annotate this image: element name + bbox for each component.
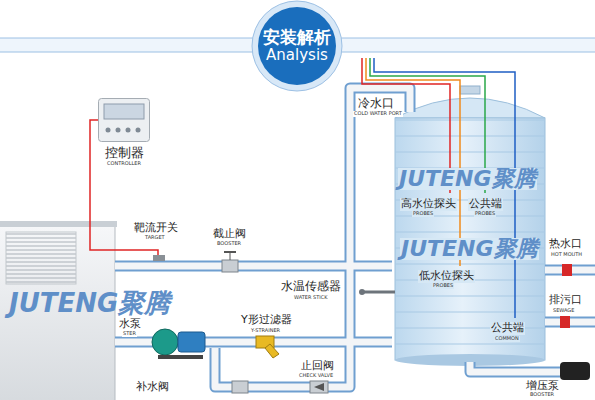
water-pipe	[470, 362, 560, 372]
controller-device	[126, 128, 131, 133]
controller-box: 控制器CONTROLLER	[96, 98, 152, 167]
controller-device	[99, 99, 150, 142]
part-label: 补水阀	[135, 381, 170, 394]
booster-pump	[560, 362, 590, 380]
watermark: JUTENG聚腾	[8, 290, 171, 316]
controller-device	[98, 98, 150, 142]
part-label: 高水位探头	[400, 198, 457, 211]
title-badge: 安装解析Analysis	[251, 0, 343, 92]
outlet-valve	[560, 316, 570, 328]
controller-device	[104, 104, 144, 119]
watermark: JUTENG聚腾	[400, 238, 539, 260]
badge-circle	[258, 7, 336, 85]
water-pump	[152, 329, 178, 355]
water-pipe	[470, 362, 560, 372]
makeup-valve	[232, 381, 248, 393]
check-valve	[314, 383, 324, 391]
shutoff-valve	[222, 260, 238, 272]
part-label: 增压泵	[525, 380, 560, 393]
english-sublabel: WATER STICK	[293, 295, 328, 301]
part-label: 靶流开关	[133, 222, 179, 235]
badge-circle	[252, 1, 342, 91]
part-label: 公共端	[490, 322, 525, 335]
node-subtitle: Analysis	[266, 47, 328, 64]
shutoff-valve	[230, 252, 231, 260]
water-pump	[152, 329, 205, 359]
english-sublabel: PROBES	[412, 211, 434, 217]
outlet-valve	[562, 264, 572, 276]
english-sublabel: Y-STRAINER	[250, 328, 281, 334]
water-pump	[178, 332, 205, 352]
part-label: 公共端	[468, 198, 503, 211]
probe-wire	[366, 58, 460, 266]
controller-device	[136, 128, 141, 133]
english-sublabel: CHECK VALVE	[298, 373, 334, 379]
flow-switch	[153, 255, 165, 261]
node-title: 安装解析	[263, 28, 331, 48]
part-label: 水温传感器	[280, 280, 342, 294]
shutoff-valve	[224, 251, 236, 253]
water-tank	[395, 118, 545, 360]
y-strainer	[265, 344, 279, 358]
makeup-valve	[232, 381, 248, 393]
english-sublabel: PROBES	[432, 283, 454, 289]
water-pipe	[115, 88, 595, 387]
english-sublabel: PROBES	[474, 211, 496, 217]
check-valve	[310, 381, 328, 393]
english-sublabel: COLD WATER PORT	[353, 111, 403, 117]
watermark: JUTENG聚腾	[398, 168, 537, 190]
temperature-sensor	[359, 289, 365, 295]
part-label: 低水位探头	[418, 270, 475, 283]
water-pipe	[545, 265, 595, 276]
part-label: Y形过滤器	[240, 314, 293, 327]
y-strainer	[256, 336, 279, 358]
english-sublabel: BOOSTER	[216, 241, 242, 247]
part-label: 截止阀	[212, 228, 247, 241]
shutoff-valve	[222, 252, 238, 272]
water-pump	[158, 355, 203, 359]
english-sublabel: BOOSTER	[529, 392, 555, 398]
part-label: 冷水口	[357, 97, 395, 111]
english-sublabel: TARGET	[144, 235, 166, 241]
part-label: 水泵	[118, 318, 142, 331]
temperature-sensor	[362, 291, 395, 294]
check-valve	[310, 381, 328, 393]
controller-device	[116, 128, 121, 133]
controller-device	[106, 128, 111, 133]
temperature-sensor	[359, 289, 395, 295]
heat-pump-unit	[6, 232, 76, 284]
flow-switch	[153, 255, 165, 261]
node-subtitle: CONTROLLER	[107, 161, 141, 167]
part-label: 排污口	[548, 294, 583, 307]
booster-pump	[560, 362, 590, 380]
water-tank	[395, 86, 545, 366]
english-sublabel: SEWAGE	[552, 308, 575, 314]
water-pipe	[545, 317, 595, 328]
part-label: 止回阀	[300, 360, 335, 373]
english-sublabel: HOT MOUTH	[550, 252, 583, 258]
water-tank	[395, 118, 545, 360]
node-title: 控制器	[105, 146, 144, 161]
english-sublabel: STER	[122, 331, 137, 337]
water-tank	[460, 86, 480, 94]
english-sublabel: COMMON	[494, 336, 520, 342]
heat-pump-unit	[0, 221, 117, 227]
water-tank	[395, 98, 545, 118]
part-label: 热水口	[548, 238, 583, 251]
